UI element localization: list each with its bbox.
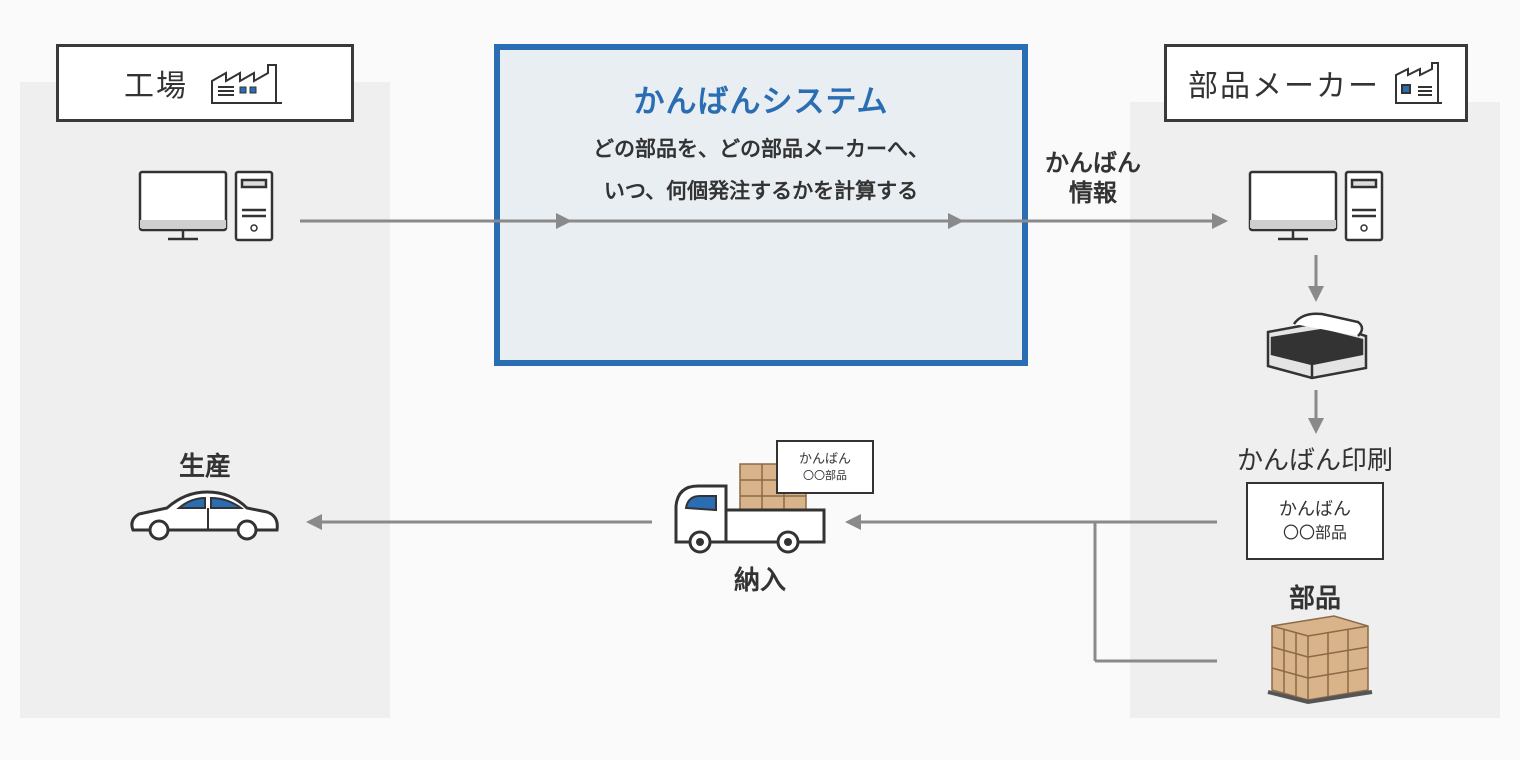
maker-factory-icon: [1395, 62, 1442, 104]
factory-title: 工場: [124, 69, 188, 104]
arrowhead-out-system: [948, 213, 964, 229]
parts-pallet-icon: [1267, 615, 1373, 705]
truck-kanban-card-line1: かんばん: [798, 452, 851, 467]
parts-caption: 部品: [1288, 584, 1341, 614]
factory-icon: [211, 64, 282, 104]
arrowhead-to-truck: [845, 514, 861, 530]
system-description: どの部品を、どの部品メーカーへ、 いつ、何個発注するかを計算する: [500, 128, 1022, 212]
kanban-info-line1: かんばん: [1045, 149, 1141, 177]
arrowhead-to-printer: [1308, 286, 1324, 302]
arrowhead-to-print-label: [1308, 418, 1324, 434]
factory-label-box: 工場: [56, 44, 354, 122]
system-desc-line2: いつ、何個発注するかを計算する: [603, 179, 919, 203]
arrowhead-into-system: [556, 213, 572, 229]
maker-kanban-card-line2: 〇〇部品: [1282, 523, 1347, 542]
maker-label-box: 部品メーカー: [1164, 44, 1468, 122]
arrowhead-to-maker-pc: [1212, 213, 1228, 229]
maker-kanban-card-line1: かんばん: [1279, 499, 1351, 520]
kanban-system-box: かんばんシステム どの部品を、どの部品メーカーへ、 いつ、何個発注するかを計算す…: [494, 44, 1028, 366]
kanban-print-caption: かんばん印刷: [1236, 446, 1393, 476]
system-title: かんばんシステム: [633, 84, 889, 120]
kanban-info-caption: かんばん 情報: [1030, 148, 1156, 208]
maker-title: 部品メーカー: [1188, 69, 1380, 104]
car-icon: [130, 490, 279, 541]
factory-computer-icon: [138, 170, 274, 242]
printer-icon: [1266, 312, 1368, 380]
production-caption: 生産: [178, 452, 231, 482]
truck-kanban-card-line2: 〇〇部品: [803, 469, 847, 482]
delivery-caption: 納入: [733, 566, 786, 596]
system-desc-line1: どの部品を、どの部品メーカーへ、: [593, 137, 929, 161]
maker-kanban-card: かんばん 〇〇部品: [1246, 482, 1384, 560]
truck-kanban-card: かんばん 〇〇部品: [776, 440, 874, 494]
arrowhead-to-factory: [306, 514, 322, 530]
kanban-info-line2: 情報: [1069, 179, 1117, 207]
maker-computer-icon: [1248, 170, 1384, 242]
